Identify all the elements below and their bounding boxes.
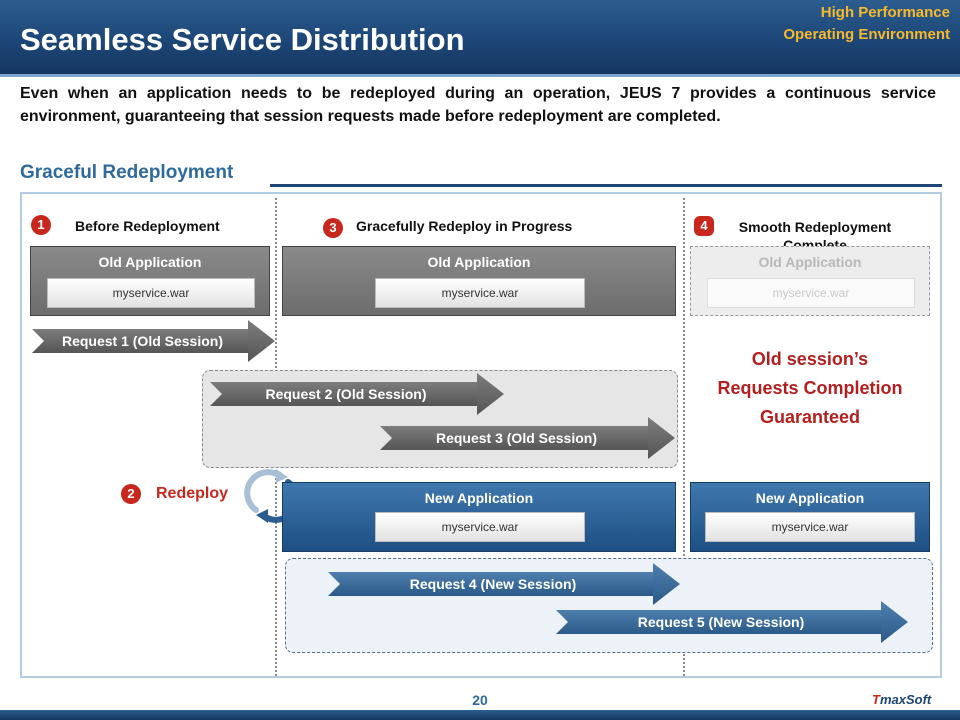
old-application-box-2: Old Application myservice.war [282, 246, 676, 316]
war-file: myservice.war [705, 512, 915, 542]
old-application-box-1: Old Application myservice.war [30, 246, 270, 316]
corner-tagline-line2: Operating Environment [783, 26, 950, 43]
corner-tagline-line1: High Performance [820, 4, 950, 21]
guarantee-line1: Old session’s [751, 349, 869, 369]
step-badge-2: 2 [121, 484, 141, 504]
guarantee-line3: Guaranteed [759, 407, 861, 427]
request-3-label: Request 3 (Old Session) [435, 430, 598, 446]
section-rule [270, 184, 942, 187]
request-5-label: Request 5 (New Session) [637, 614, 805, 630]
old-application-box-faded: Old Application myservice.war [690, 246, 930, 316]
intro-paragraph: Even when an application needs to be red… [20, 85, 936, 125]
header-underline [0, 74, 960, 77]
request-2-arrow: Request 2 (Old Session) [210, 373, 504, 415]
logo-mark: T [872, 692, 880, 707]
new-application-box-1: New Application myservice.war [282, 482, 676, 552]
step-label-graceful-in-progress: Gracefully Redeploy in Progress [356, 218, 573, 234]
header-bar [0, 0, 960, 74]
new-application-title: New Application [424, 490, 534, 506]
guarantee-line2: Requests Completion [717, 378, 903, 398]
step-label-before-redeployment: Before Redeployment [75, 218, 220, 234]
diagram-panel [20, 192, 942, 678]
page-title: Seamless Service Distribution [20, 22, 465, 57]
old-application-title: Old Application [427, 254, 531, 270]
old-application-title: Old Application [758, 254, 862, 270]
page-number: 20 [472, 692, 488, 708]
arrow-shaft [328, 572, 654, 596]
old-application-title: Old Application [98, 254, 202, 270]
redeploy-label: Redeploy [156, 485, 229, 502]
footer-bar [0, 710, 960, 720]
guarantee-text: Old session’s Requests Completion Guaran… [690, 345, 930, 432]
corner-tagline: High Performance Operating Environment [783, 2, 950, 46]
step-badge-1: 1 [31, 215, 51, 235]
request-5-arrow: Request 5 (New Session) [556, 601, 908, 643]
request-2-label: Request 2 (Old Session) [265, 386, 427, 402]
request-1-label: Request 1 (Old Session) [61, 333, 224, 349]
war-file: myservice.war [375, 512, 585, 542]
column-divider-2 [683, 198, 685, 676]
step-badge-3: 3 [323, 218, 343, 238]
company-logo: TmaxSoft [872, 692, 931, 707]
request-4-arrow: Request 4 (New Session) [328, 563, 680, 605]
war-file: myservice.war [47, 278, 255, 308]
arrow-shaft [210, 382, 478, 406]
arrow-shaft [380, 426, 649, 450]
request-1-arrow: Request 1 (Old Session) [32, 320, 275, 362]
new-application-title: New Application [755, 490, 865, 506]
request-4-label: Request 4 (New Session) [409, 576, 577, 592]
arrow-shaft [32, 329, 249, 353]
step-badge-4: 4 [694, 216, 714, 236]
section-title: Graceful Redeployment [20, 162, 234, 183]
war-file: myservice.war [707, 278, 915, 308]
new-application-box-2: New Application myservice.war [690, 482, 930, 552]
war-file: myservice.war [375, 278, 585, 308]
arrow-shaft [556, 610, 882, 634]
request-3-arrow: Request 3 (Old Session) [380, 417, 675, 459]
logo-text: maxSoft [879, 692, 932, 707]
